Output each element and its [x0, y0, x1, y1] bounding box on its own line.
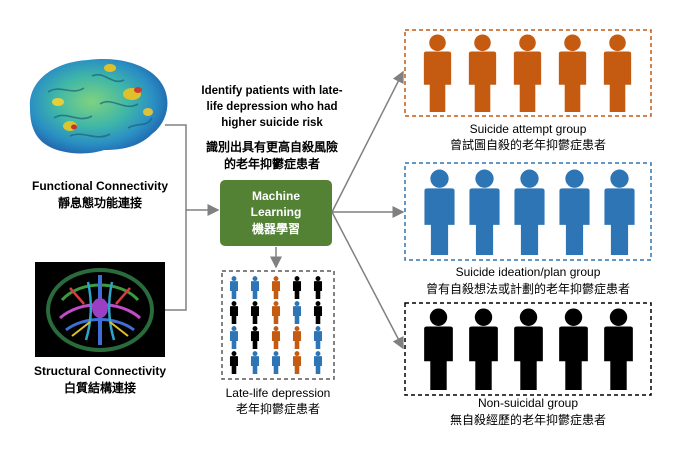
person-icon: [250, 326, 260, 349]
goal-line-en-1: Identify patients with late-: [201, 85, 342, 97]
person-icon: [468, 34, 497, 112]
person-icon: [271, 276, 281, 299]
person-icon: [559, 169, 590, 255]
person-icon: [469, 308, 498, 390]
ml-to-groups-arrows: [331, 70, 405, 350]
population-label-zh: 老年抑鬱症患者: [236, 401, 320, 416]
person-icon: [250, 301, 260, 324]
suicide-ideation-group-people: [424, 169, 635, 255]
person-icon: [424, 169, 455, 255]
suicide-attempt-label-zh: 曾試圖自殺的老年抑鬱症患者: [450, 137, 606, 152]
suicide-ideation-group-box: [404, 162, 652, 261]
person-icon: [513, 34, 542, 112]
person-icon: [292, 326, 302, 349]
structural-brain-image: [35, 262, 165, 357]
person-icon: [271, 351, 281, 374]
goal-line-en-3: higher suicide risk: [221, 117, 323, 129]
goal-text: Identify patients with late- life depres…: [201, 85, 342, 171]
person-icon: [313, 326, 323, 349]
person-icon: [250, 351, 260, 374]
person-icon: [559, 308, 588, 390]
structural-label-en: Structural Connectivity: [34, 364, 166, 378]
non-suicidal-group-people: [424, 308, 633, 390]
person-icon: [271, 326, 281, 349]
goal-line-zh-1: 識別出具有更高自殺風險: [206, 139, 338, 154]
person-icon: [313, 351, 323, 374]
person-icon: [604, 169, 635, 255]
suicide-ideation-label-zh: 曾有自殺想法或計劃的老年抑鬱症患者: [426, 281, 630, 296]
person-icon: [604, 308, 633, 390]
input-connector: [165, 124, 220, 311]
person-icon: [292, 276, 302, 299]
ml-line-3: 機器學習: [252, 221, 300, 236]
functional-label-zh: 靜息態功能連接: [58, 195, 142, 210]
person-icon: [423, 34, 452, 112]
functional-label-en: Functional Connectivity: [32, 179, 168, 193]
population-people: [229, 276, 323, 374]
non-suicidal-group-box: [404, 302, 652, 396]
person-icon: [469, 169, 500, 255]
person-icon: [229, 351, 239, 374]
suicide-attempt-label-en: Suicide attempt group: [470, 122, 587, 136]
person-icon: [313, 301, 323, 324]
suicide-ideation-label-en: Suicide ideation/plan group: [456, 265, 601, 279]
person-icon: [229, 276, 239, 299]
non-suicidal-label-en: Non-suicidal group: [478, 396, 578, 410]
person-icon: [424, 308, 453, 390]
person-icon: [603, 34, 632, 112]
person-icon: [313, 276, 323, 299]
goal-line-zh-2: 的老年抑鬱症患者: [224, 156, 320, 171]
population-box: [221, 270, 335, 380]
person-icon: [292, 301, 302, 324]
ml-line-1: Machine: [252, 189, 300, 203]
functional-brain-image: [29, 59, 168, 154]
person-icon: [514, 308, 543, 390]
suicide-attempt-group-box: [404, 29, 652, 117]
non-suicidal-label-zh: 無自殺經歷的老年抑鬱症患者: [450, 412, 606, 427]
person-icon: [229, 326, 239, 349]
person-icon: [292, 351, 302, 374]
person-icon: [271, 301, 281, 324]
ml-line-2: Learning: [251, 205, 302, 219]
population-label-en: Late-life depression: [226, 386, 331, 400]
goal-line-en-2: life depression who had: [207, 101, 338, 113]
person-icon: [558, 34, 587, 112]
machine-learning-box: Machine Learning 機器學習: [220, 180, 332, 246]
person-icon: [229, 301, 239, 324]
structural-label-zh: 白質結構連接: [64, 380, 136, 395]
suicide-attempt-group-people: [423, 34, 632, 112]
person-icon: [514, 169, 545, 255]
person-icon: [250, 276, 260, 299]
